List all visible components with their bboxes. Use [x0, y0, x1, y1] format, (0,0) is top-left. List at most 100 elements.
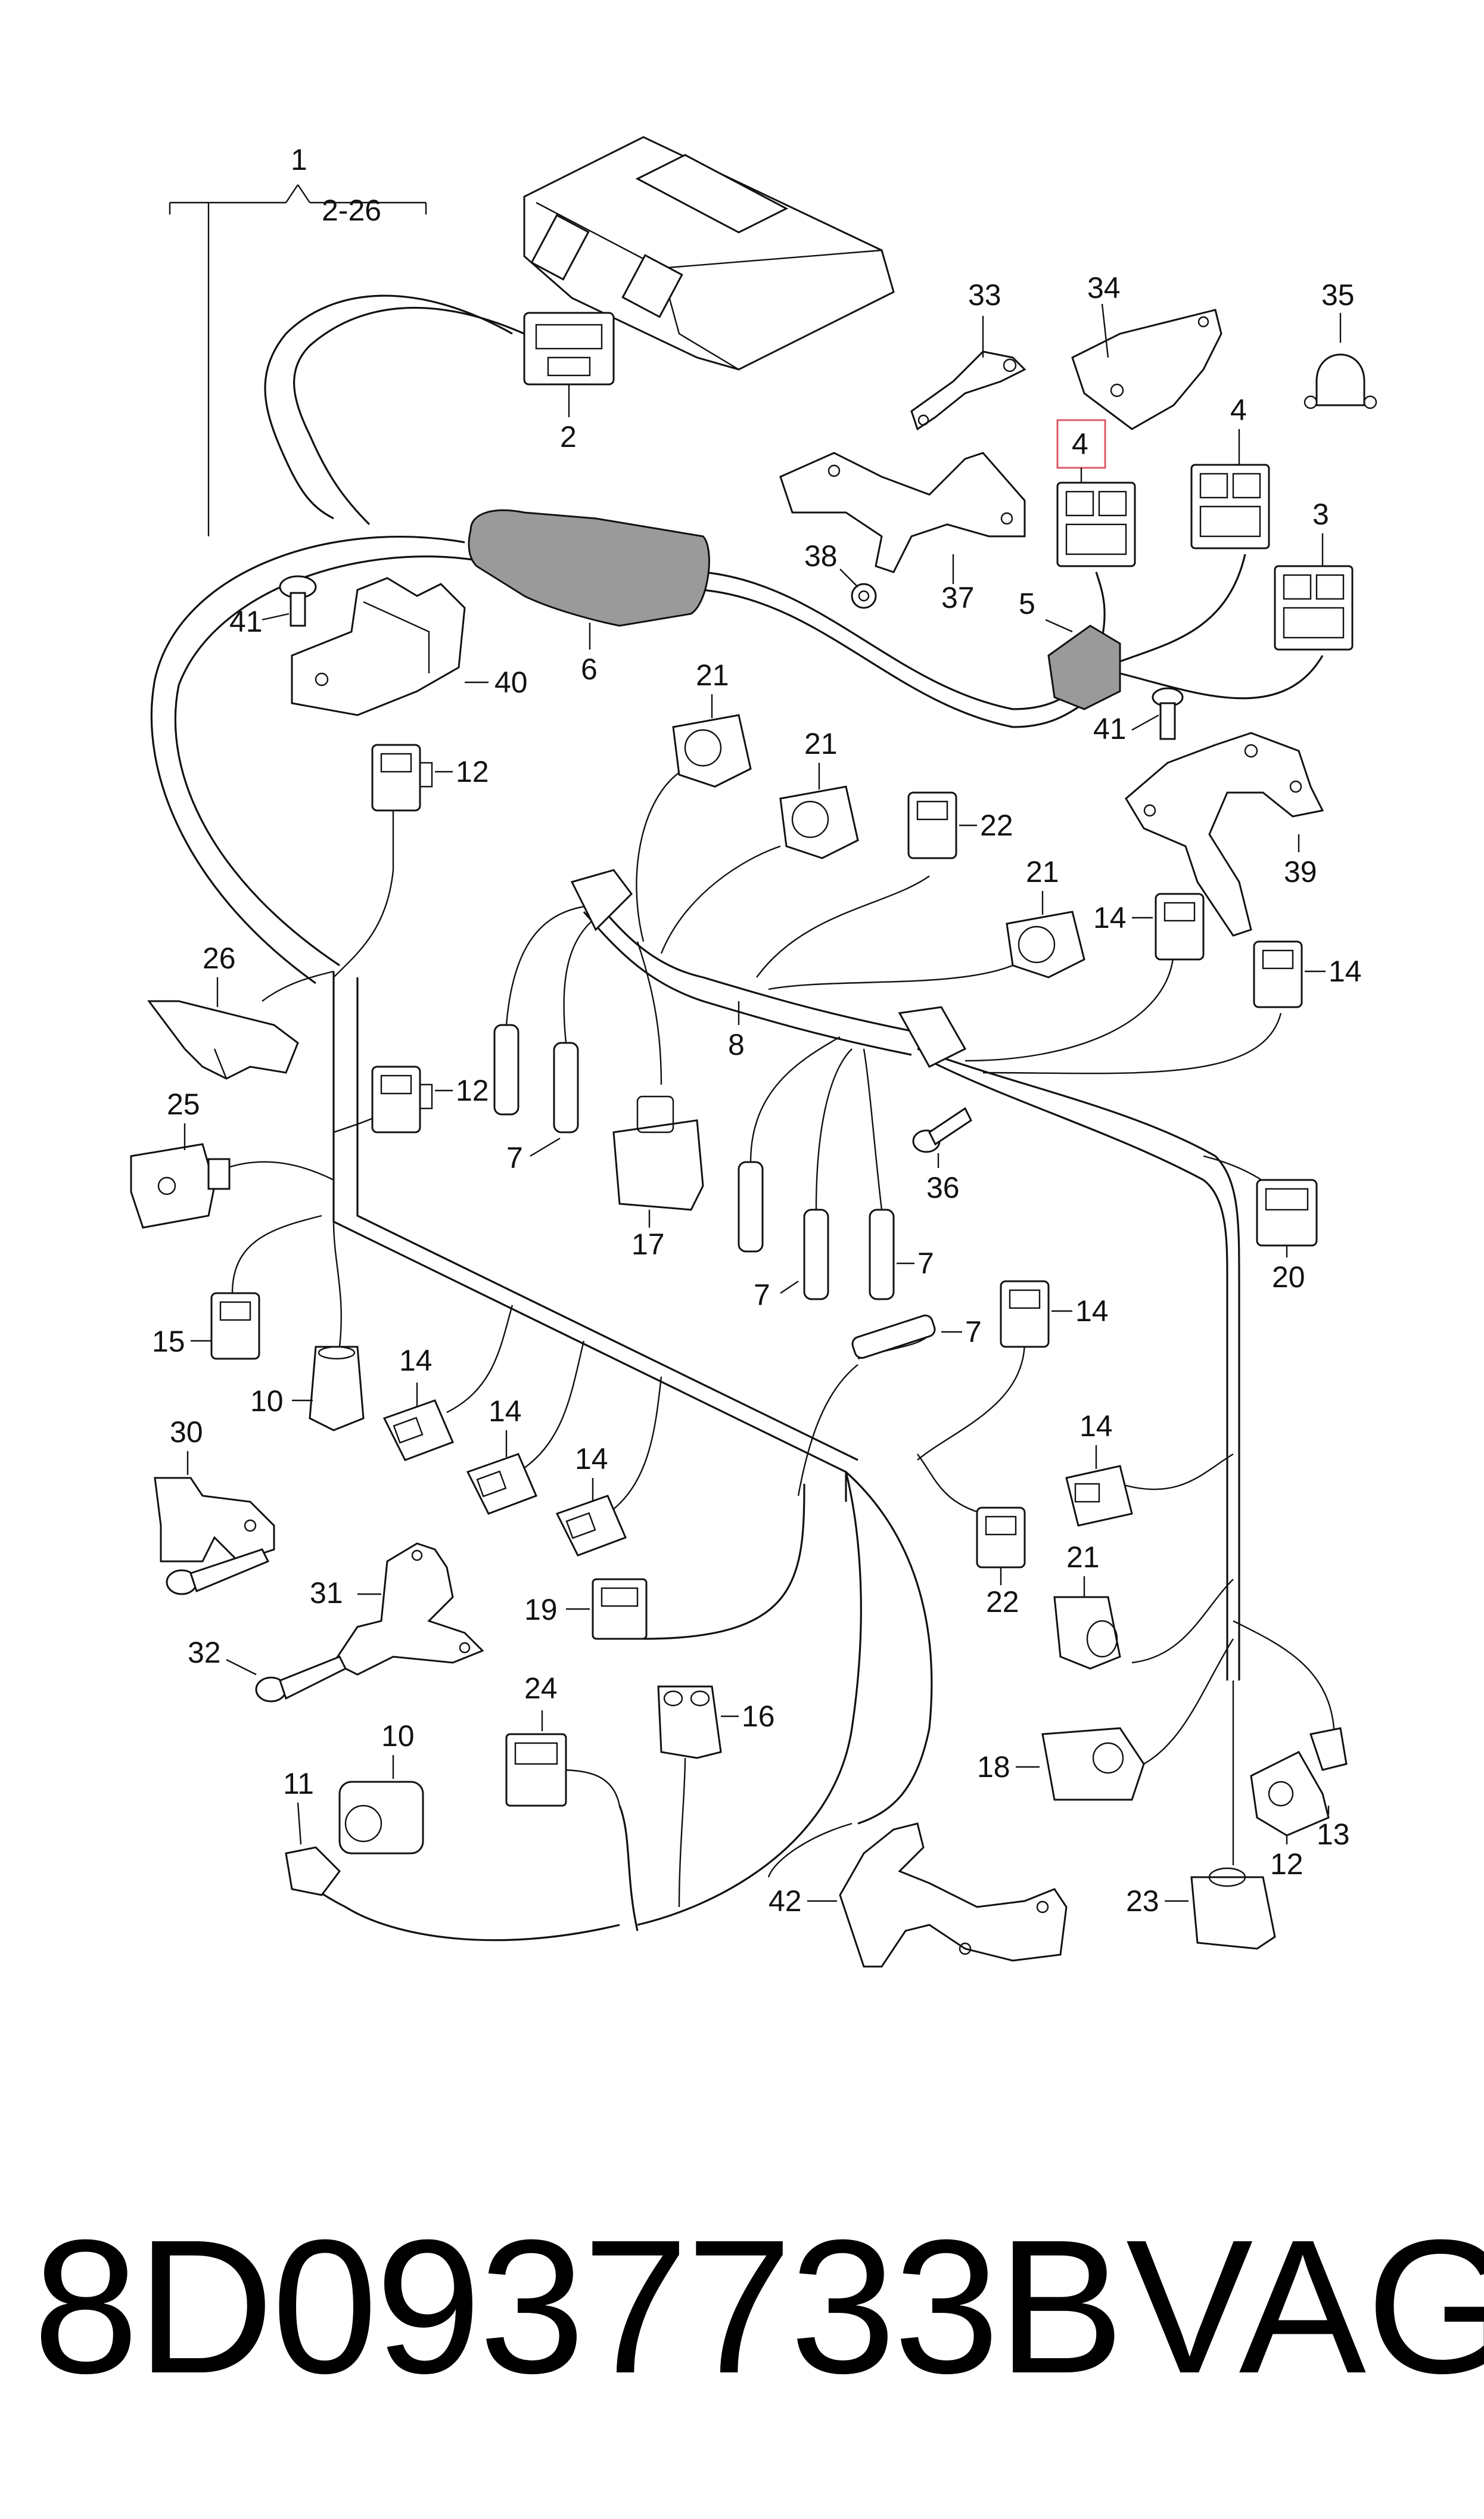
connector-16: [657, 1685, 722, 1759]
callout-21-b: 21: [804, 727, 838, 760]
engine-control-unit: [523, 136, 895, 371]
callout-7-b: 7: [754, 1278, 770, 1312]
connector-14-a: [382, 1399, 454, 1461]
connector-13: [1309, 1727, 1348, 1771]
callout-41-right: 41: [1093, 712, 1127, 746]
connector-23: [1190, 1867, 1276, 1950]
connector-14-c: [555, 1495, 627, 1557]
callout-14-f: 14: [1075, 1294, 1109, 1328]
callout-18: 18: [977, 1750, 1010, 1784]
callout-26: 26: [203, 942, 236, 975]
callout-13: 13: [1317, 1818, 1350, 1851]
sensor-7-a: [493, 1024, 519, 1116]
part-number: 8D0937733B: [33, 2200, 1124, 2413]
sensor-7-d: [803, 1209, 829, 1300]
callout-21-a: 21: [696, 659, 729, 692]
callout-22-bottom: 22: [986, 1585, 1019, 1619]
callout-31: 31: [310, 1576, 343, 1610]
screw-32-b: [255, 1655, 347, 1703]
connector-14-d: [1155, 893, 1205, 961]
bracket-37: [779, 452, 1026, 573]
callout-3: 3: [1312, 498, 1329, 531]
harness-wiring: [150, 294, 1336, 1942]
connector-3: [1274, 565, 1354, 651]
brand-name: VAG: [1126, 2200, 1484, 2413]
callout-17: 17: [631, 1228, 665, 1261]
callout-7-d: 7: [965, 1315, 982, 1349]
callout-38: 38: [804, 539, 838, 573]
connector-22-bottom: [976, 1507, 1026, 1568]
sensor-7-e: [869, 1209, 895, 1300]
connector-24: [505, 1733, 567, 1807]
bracket-39: [1125, 732, 1324, 937]
connector-10-bottom: [338, 1781, 424, 1855]
callout-7-c: 7: [917, 1247, 934, 1280]
callout-7-a: 7: [506, 1141, 523, 1175]
connector-21-a: [672, 714, 752, 788]
sensor-7-b: [553, 1042, 579, 1133]
callout-23: 23: [1126, 1884, 1159, 1918]
sensor-7-c: [738, 1161, 764, 1253]
callout-42: 42: [769, 1884, 802, 1918]
callout-25: 25: [167, 1088, 200, 1121]
callout-30: 30: [170, 1415, 203, 1449]
screw-36: [912, 1107, 972, 1153]
protective-sleeve-6: [468, 509, 710, 627]
callout-21-c: 21: [1026, 855, 1059, 889]
connector-14-g: [1065, 1465, 1133, 1527]
callout-33: 33: [968, 278, 1001, 312]
bracket-34: [1071, 309, 1222, 430]
connector-4-right: [1190, 464, 1270, 549]
connector-12-bottom: [1250, 1751, 1330, 1837]
bracket-42: [839, 1822, 1068, 1968]
bracket-26: [147, 1000, 299, 1080]
screw-32-a: [166, 1548, 270, 1595]
nut-38: [851, 583, 877, 609]
connector-10-mid: [309, 1346, 365, 1431]
callout-34: 34: [1087, 271, 1121, 305]
connector-2: [523, 312, 615, 386]
connector-25: [130, 1143, 231, 1229]
callout-10-mid: 10: [250, 1384, 284, 1418]
callout-6: 6: [581, 653, 598, 686]
callout-32: 32: [188, 1636, 221, 1669]
callout-14-a: 14: [399, 1344, 433, 1377]
sensor-7-f: [851, 1314, 936, 1359]
callout-24: 24: [524, 1672, 558, 1705]
callout-19: 19: [524, 1593, 558, 1626]
bracket-33: [910, 350, 1026, 431]
callout-4-highlighted: 4: [1072, 427, 1088, 461]
callout-14-e: 14: [1329, 955, 1362, 988]
connector-20: [1256, 1179, 1318, 1247]
connector-18: [1041, 1727, 1145, 1801]
bracket-31: [332, 1542, 484, 1676]
callout-14-d: 14: [1093, 901, 1127, 934]
callout-15: 15: [152, 1325, 185, 1358]
callout-10-bottom: 10: [381, 1719, 415, 1753]
callout-20: 20: [1272, 1260, 1305, 1294]
callout-8: 8: [728, 1028, 745, 1061]
callout-12-mid: 12: [456, 1074, 489, 1107]
cable-clamp-35: [1303, 353, 1377, 409]
connector-22-top: [907, 791, 957, 859]
connector-11: [285, 1846, 341, 1896]
callout-39: 39: [1284, 855, 1317, 889]
callout-4: 4: [1230, 393, 1247, 427]
connector-21-b: [779, 785, 859, 859]
connector-19: [592, 1578, 648, 1640]
callout-14-c: 14: [575, 1442, 608, 1476]
callout-37: 37: [941, 581, 975, 614]
connector-21-d: [1053, 1596, 1121, 1670]
connector-14-e: [1253, 940, 1303, 1008]
callout-14-b: 14: [489, 1394, 522, 1428]
callout-35: 35: [1321, 278, 1355, 312]
connector-21-c: [1006, 911, 1085, 979]
callout-1: 1: [291, 143, 307, 176]
connector-12-top: [371, 744, 433, 812]
grommet-5: [1047, 625, 1121, 710]
bracket-30: [154, 1477, 275, 1563]
callout-14-g: 14: [1079, 1409, 1113, 1443]
connector-12-mid: [371, 1066, 433, 1133]
callout-21-d: 21: [1066, 1540, 1100, 1574]
